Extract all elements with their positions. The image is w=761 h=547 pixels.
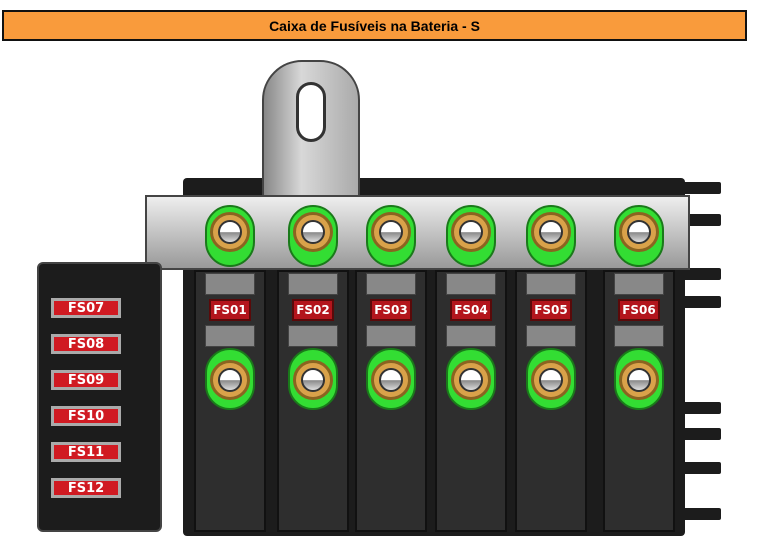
fuse-contact [205, 325, 255, 347]
fuse-fs10[interactable]: FS10 [51, 406, 121, 426]
fuse-contact [366, 325, 416, 347]
fuse-contact [614, 325, 664, 347]
nut-icon [210, 212, 250, 252]
nut-icon [619, 360, 659, 400]
fuse-contact [446, 273, 496, 295]
fuse-contact [205, 273, 255, 295]
fuse-contact [288, 273, 338, 295]
fuse-fs09[interactable]: FS09 [51, 370, 121, 390]
nut-icon [451, 212, 491, 252]
nut-icon [531, 212, 571, 252]
fuse-fs03[interactable]: FS03 [370, 299, 412, 321]
nut-icon [210, 360, 250, 400]
housing-tab [683, 268, 721, 280]
fuse-fs05[interactable]: FS05 [530, 299, 572, 321]
fuse-contact [526, 273, 576, 295]
nut-icon [531, 360, 571, 400]
fuse-fs04[interactable]: FS04 [450, 299, 492, 321]
nut-icon [619, 212, 659, 252]
fuse-contact [366, 273, 416, 295]
housing-tab [683, 428, 721, 440]
fuse-fs08[interactable]: FS08 [51, 334, 121, 354]
nut-icon [293, 212, 333, 252]
mounting-hole [296, 82, 326, 142]
diagram-title: Caixa de Fusíveis na Bateria - S [2, 10, 747, 41]
nut-icon [371, 212, 411, 252]
fuse-contact [288, 325, 338, 347]
fuse-fs02[interactable]: FS02 [292, 299, 334, 321]
fuse-contact [446, 325, 496, 347]
nut-icon [451, 360, 491, 400]
fuse-fs01[interactable]: FS01 [209, 299, 251, 321]
fuse-fs12[interactable]: FS12 [51, 478, 121, 498]
fuse-fs11[interactable]: FS11 [51, 442, 121, 462]
housing-tab [683, 508, 721, 520]
housing-tab [683, 214, 721, 226]
fuse-contact [614, 273, 664, 295]
housing-tab [683, 296, 721, 308]
housing-tab [683, 462, 721, 474]
housing-tab [683, 402, 721, 414]
housing-tab [683, 182, 721, 194]
fuse-fs06[interactable]: FS06 [618, 299, 660, 321]
fuse-contact [526, 325, 576, 347]
nut-icon [371, 360, 411, 400]
fuse-fs07[interactable]: FS07 [51, 298, 121, 318]
nut-icon [293, 360, 333, 400]
